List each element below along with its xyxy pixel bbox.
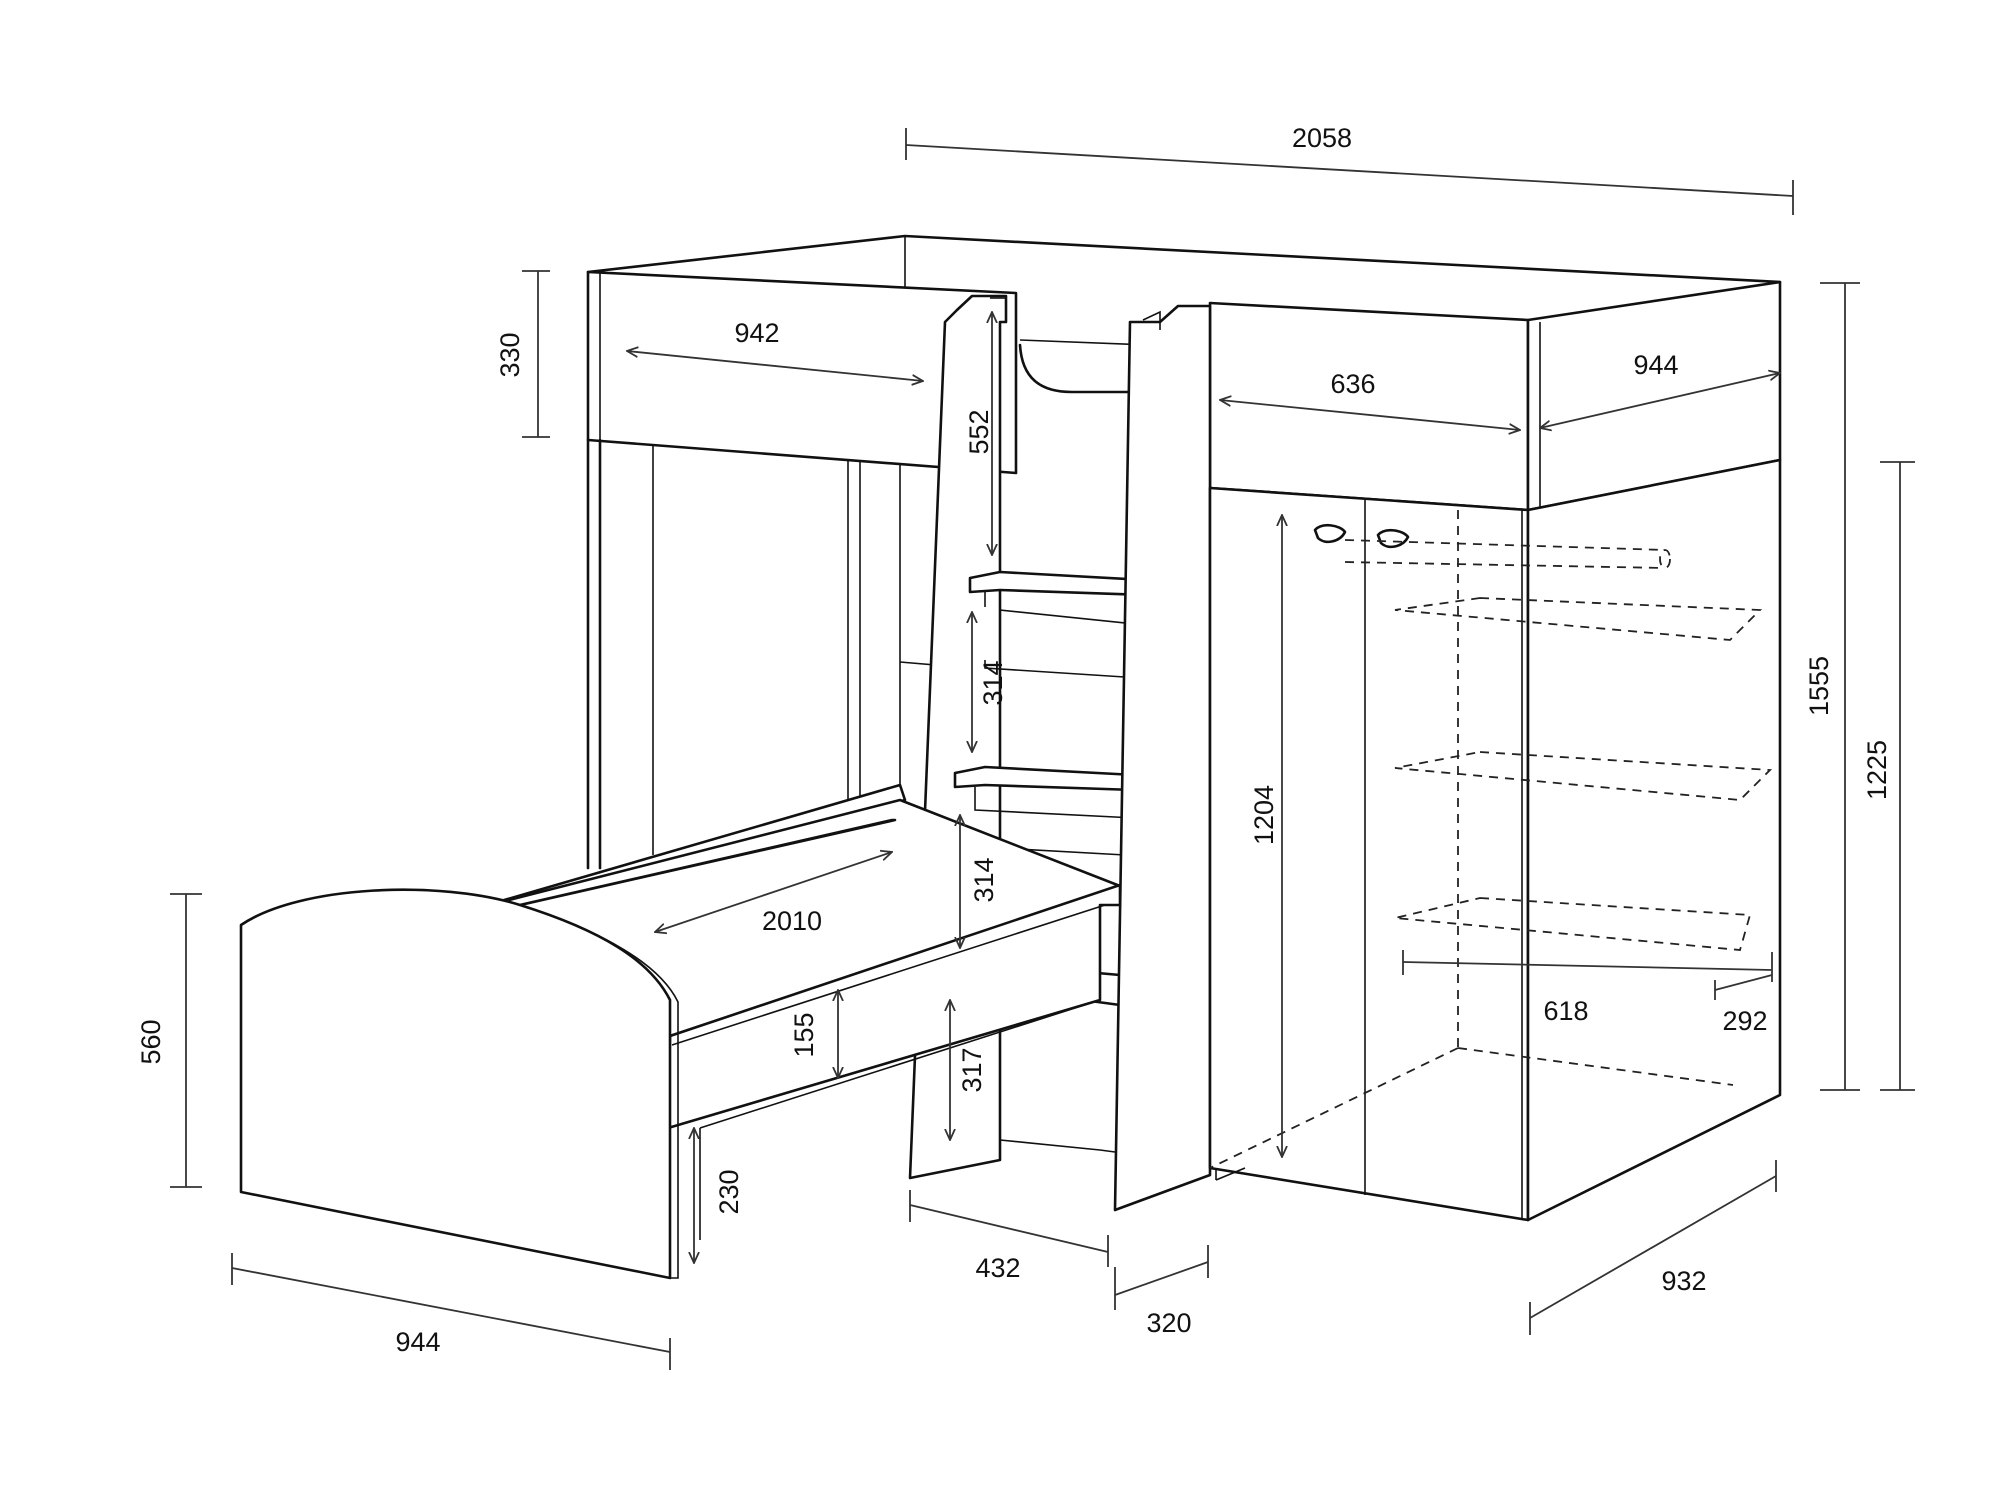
dim-ladder-step-upper: 314: [978, 660, 1008, 705]
dim-wardrobe-total-height: 1555: [1804, 656, 1834, 716]
dim-upper-right-bed-width: 944: [1633, 350, 1678, 380]
dim-lower-bed-side-height: 155: [789, 1012, 819, 1057]
door-handle-left-icon: [1313, 523, 1347, 544]
dim-upper-right-top-width: 636: [1330, 369, 1375, 399]
dim-lower-bed-length: 2010: [762, 906, 822, 936]
dim-desk-depth: 320: [1146, 1308, 1191, 1338]
dim-headboard-height: 560: [136, 1019, 166, 1064]
dim-lower-bed-clearance: 230: [714, 1169, 744, 1214]
dimension-lines: [170, 128, 1915, 1370]
dim-upper-left-bed-width: 942: [734, 318, 779, 348]
ladder: [908, 294, 1212, 1212]
dimension-labels: 2058 330 942 636 944 552 314 314 317 120…: [136, 123, 1892, 1357]
dim-ladder-step-middle: 314: [969, 857, 999, 902]
dim-ladder-step-lower: 317: [957, 1047, 987, 1092]
dim-lower-bed-width: 944: [395, 1327, 440, 1357]
dim-wardrobe-body-height: 1225: [1862, 740, 1892, 800]
dim-desk-width: 432: [975, 1253, 1020, 1283]
left-support-posts: [586, 438, 936, 870]
dim-shelf-depth-292: 292: [1722, 1006, 1767, 1036]
dim-shelf-depth-618: 618: [1543, 996, 1588, 1026]
door-handle-right-icon: [1376, 528, 1410, 549]
dim-overall-length: 2058: [1292, 123, 1352, 153]
wardrobe: [1208, 458, 1782, 1222]
dim-wardrobe-door-height: 1204: [1249, 785, 1279, 845]
dim-ladder-top-step: 552: [964, 409, 994, 454]
dim-upper-guard-height: 330: [495, 332, 525, 377]
wardrobe-interior-hidden: [1209, 510, 1773, 1169]
dim-wardrobe-depth: 932: [1661, 1266, 1706, 1296]
